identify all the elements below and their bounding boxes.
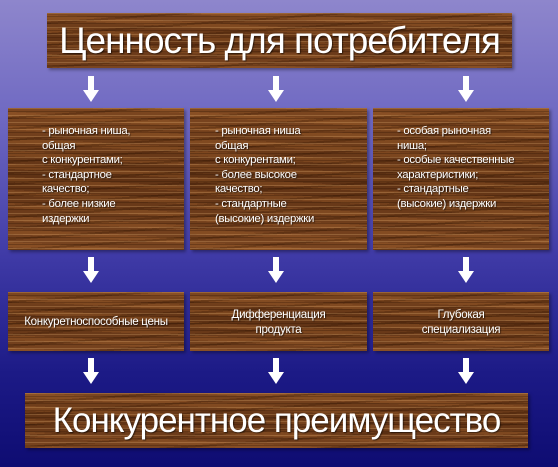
top-title: Ценность для потребителя: [59, 19, 501, 61]
condition-line: - более низкие: [42, 197, 116, 210]
conditions-box-2: - рыночная ниша общая с конкурентами; - …: [190, 108, 367, 250]
strategy-box-2: Дифференциация продукта: [190, 292, 367, 351]
condition-line: качество;: [42, 183, 90, 196]
top-title-box: Ценность для потребителя: [47, 13, 512, 68]
conditions-box-1: - рыночная ниша, общая с конкурентами; -…: [8, 108, 184, 250]
bottom-title: Конкурентное преимущество: [52, 400, 502, 440]
arrow-down-icon: [458, 76, 474, 102]
condition-line: качество;: [215, 183, 263, 196]
condition-line: - особые качественные: [397, 154, 515, 167]
condition-line: - рыночная ниша,: [42, 125, 131, 137]
arrow-down-icon: [458, 257, 474, 283]
condition-line: - стандартные: [397, 183, 469, 196]
arrow-down-icon: [268, 257, 284, 283]
strategy-label: Дифференциация продукта: [231, 307, 326, 336]
arrow-down-icon: [268, 358, 284, 384]
arrow-down-icon: [458, 358, 474, 384]
condition-line: издержки: [42, 212, 90, 225]
condition-line: - рыночная ниша: [215, 125, 301, 137]
conditions-box-3: - особая рыночная ниша; - особые качеств…: [373, 108, 549, 250]
condition-line: с конкурентами;: [42, 154, 123, 167]
condition-line: - особая рыночная: [397, 125, 491, 137]
arrow-down-icon: [83, 358, 99, 384]
arrow-down-icon: [83, 76, 99, 102]
condition-line: характеристики;: [397, 168, 479, 181]
condition-line: (высокие) издержки: [215, 212, 315, 225]
condition-line: общая: [215, 139, 249, 152]
condition-line: ниша;: [397, 139, 427, 152]
arrow-down-icon: [268, 76, 284, 102]
strategy-label: Глубокая специализация: [421, 307, 501, 336]
condition-line: - стандартные: [215, 197, 287, 210]
condition-line: (высокие) издержки: [397, 197, 497, 210]
condition-line: общая: [42, 139, 76, 152]
strategy-label: Конкуретноспособные цены: [24, 315, 168, 328]
strategy-box-1: Конкуретноспособные цены: [8, 292, 184, 351]
condition-line: - стандартное: [42, 168, 112, 181]
condition-line: - более высокое: [215, 168, 297, 181]
arrow-down-icon: [83, 257, 99, 283]
bottom-title-box: Конкурентное преимущество: [25, 393, 528, 448]
condition-line: с конкурентами;: [215, 154, 296, 167]
strategy-box-3: Глубокая специализация: [373, 292, 549, 351]
